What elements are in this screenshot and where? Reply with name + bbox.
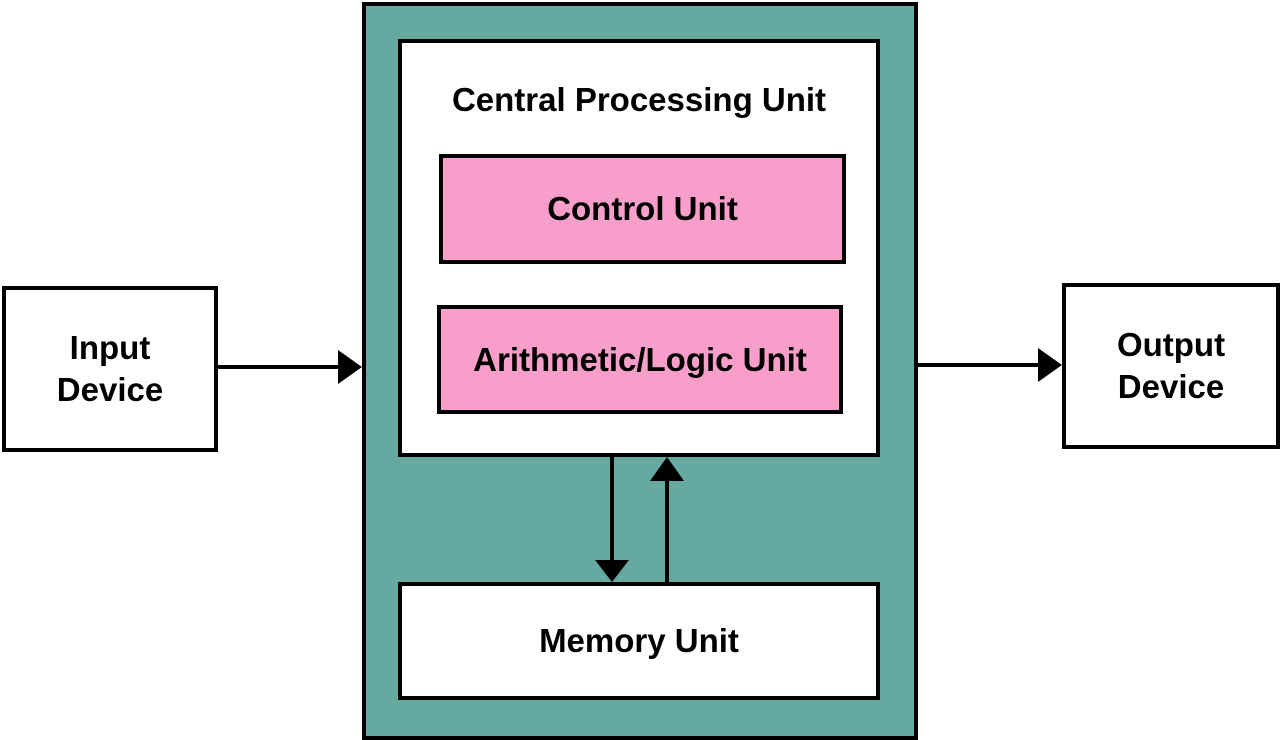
- output-device-box: Output Device: [1062, 283, 1280, 449]
- output-device-label-line1: Output: [1116, 326, 1226, 363]
- input-device-label-line1: Input: [69, 329, 151, 366]
- alu-label: Arithmetic/Logic Unit: [473, 340, 807, 378]
- input-device-box: Input Device: [2, 286, 218, 452]
- alu-box: Arithmetic/Logic Unit: [437, 305, 843, 414]
- cpu-to-output-arrow: [918, 348, 1062, 382]
- output-device-label-line2: Device: [1117, 368, 1225, 405]
- control-unit-label: Control Unit: [547, 190, 738, 227]
- memory-unit-box: Memory Unit: [398, 582, 880, 700]
- input-to-cpu-arrow: [218, 350, 362, 384]
- memory-unit-label: Memory Unit: [539, 622, 739, 659]
- input-device-label-line2: Device: [56, 371, 164, 408]
- control-unit-box: Control Unit: [439, 154, 846, 264]
- cpu-title: Central Processing Unit: [451, 81, 827, 118]
